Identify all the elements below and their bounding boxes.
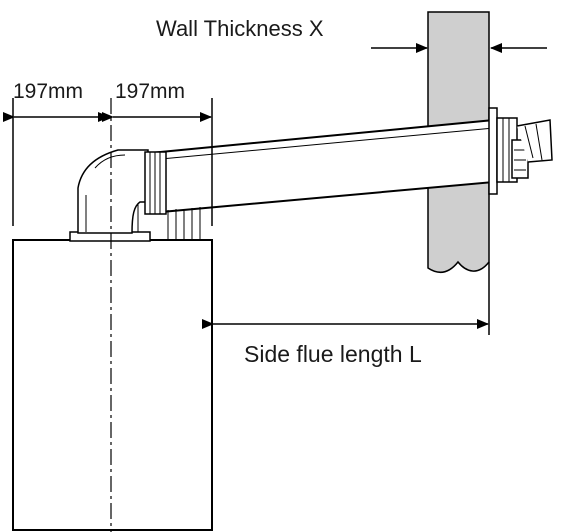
flue-terminal [488, 107, 553, 195]
pipe-coupling [144, 151, 167, 215]
boiler-body [12, 239, 213, 531]
wall-thickness-label: Wall Thickness X [156, 16, 324, 41]
right-dimension-label: 197mm [115, 80, 185, 103]
side-flue-length-label: Side flue length L [244, 341, 422, 367]
left-dimension-label: 197mm [13, 80, 83, 103]
boiler-outlet-ribs [167, 207, 201, 240]
flue-elbow [77, 149, 149, 234]
